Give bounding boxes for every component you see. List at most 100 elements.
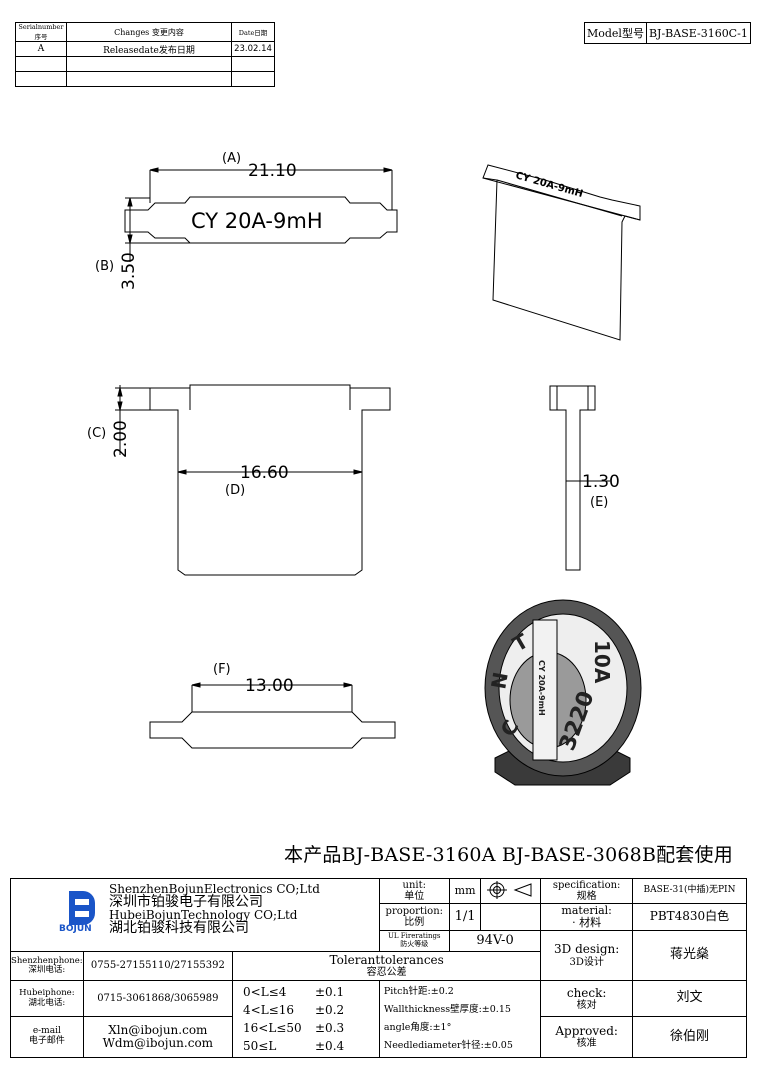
side-view-outline bbox=[549, 385, 596, 571]
email-label: e-mail bbox=[32, 1026, 61, 1037]
logo-text: BOJUN bbox=[59, 924, 92, 934]
model-box: Model型号 BJ-BASE-3160C-1 bbox=[584, 22, 751, 44]
dim-e-letter: (E) bbox=[590, 495, 608, 510]
design-label-cell: 3D design:3D设计 bbox=[540, 929, 633, 982]
unit-value: mm bbox=[448, 877, 482, 905]
check-value: 刘文 bbox=[631, 980, 748, 1017]
rev-cell bbox=[231, 71, 275, 87]
top-view-outline bbox=[149, 384, 391, 576]
sz-phone: 0755-27155110/27155392 bbox=[82, 950, 234, 982]
fire-label: UL Fireratings bbox=[388, 932, 441, 941]
arrow bbox=[191, 682, 201, 688]
sz-phone-label-cn: 深圳电话: bbox=[28, 964, 66, 975]
hb-phone-label-cn: 湖北电话: bbox=[28, 997, 66, 1008]
approved-label-cell: Approved:核准 bbox=[540, 1016, 633, 1058]
check-label: check: bbox=[566, 985, 607, 1000]
approved-value: 徐伯刚 bbox=[631, 1016, 748, 1058]
front-view-outline bbox=[124, 196, 398, 244]
arrow bbox=[343, 682, 353, 688]
spec-value: BASE-31(中插)无PIN bbox=[631, 877, 748, 905]
dim-c-letter: (C) bbox=[87, 426, 106, 441]
arrow bbox=[117, 387, 123, 397]
fire-value: 94V-0 bbox=[448, 929, 542, 952]
email-1: Xln@ibojun.com bbox=[108, 1022, 208, 1037]
spec-label-cell: specification:规格 bbox=[540, 877, 633, 905]
sz-phone-label: Shenzhenphone: bbox=[11, 955, 83, 966]
projection-symbol bbox=[480, 877, 542, 905]
sz-phone-label-cell: Shenzhenphone:深圳电话: bbox=[10, 950, 84, 982]
spec-label: specification: bbox=[552, 880, 621, 892]
assembly-label-n: N bbox=[486, 670, 513, 691]
title-block: BOJUN ShenzhenBojunElectronics CO;Ltd 深圳… bbox=[10, 877, 748, 1058]
wall-text: Wallthickness壁厚度:±0.15 bbox=[383, 1004, 511, 1016]
company-cell: BOJUN ShenzhenBojunElectronics CO;Ltd 深圳… bbox=[10, 878, 380, 952]
dim-a-value: 21.10 bbox=[248, 161, 297, 181]
company-cn2: 湖北铂骏科技有限公司 bbox=[109, 920, 249, 936]
assembly-insert bbox=[532, 619, 558, 761]
proportion-label-cell: proportion:比例 bbox=[378, 903, 450, 931]
angle-text: angle角度:±1° bbox=[383, 1022, 452, 1034]
precision-list: Pitch针距:±0.2 Wallthickness壁厚度:±0.15 angl… bbox=[378, 980, 542, 1058]
hb-phone-label-cell: Hubeiphone:湖北电话: bbox=[10, 980, 84, 1017]
proportion-value: 1/1 bbox=[448, 903, 482, 931]
front-marking: CY 20A-9mH bbox=[191, 209, 323, 233]
iso-edge bbox=[482, 177, 641, 221]
company-cn1: 深圳市铂骏电子有限公司 bbox=[109, 894, 263, 910]
arrow bbox=[127, 197, 133, 207]
needle-text: Needlediameter针径:±0.05 bbox=[383, 1040, 513, 1052]
email-label-cn: 电子邮件 bbox=[28, 1036, 65, 1046]
dim-e-value: 1.30 bbox=[582, 472, 620, 492]
projection-icon bbox=[486, 880, 532, 899]
design-label: 3D design: bbox=[554, 942, 620, 957]
material-label: material: bbox=[561, 903, 612, 917]
material-dot: · bbox=[572, 915, 576, 929]
material-label-cell: material:· 材料 bbox=[540, 903, 633, 931]
arrow bbox=[383, 167, 393, 173]
pitch-text: Pitch针距:±0.2 bbox=[383, 986, 454, 998]
technical-drawing: CY 20A-9mH CY 20A-9mH (A) 21.10 (B) 3.50… bbox=[87, 151, 642, 786]
tolerance-row: 50≤L±0.4 bbox=[243, 1039, 345, 1054]
unit-label-cell: unit:单位 bbox=[378, 877, 450, 905]
material-value: PBT4830白色 bbox=[631, 903, 748, 931]
tolerance-row: 16<L≤50±0.3 bbox=[243, 1021, 345, 1036]
tolerance-list: 0<L≤4±0.1 4<L≤16±0.2 16<L≤50±0.3 50≤L±0.… bbox=[232, 980, 380, 1058]
tolerance-title: Toleranttolerances bbox=[329, 952, 444, 967]
hb-phone-label: Hubeiphone: bbox=[19, 988, 75, 999]
tolerance-row: 0<L≤4±0.1 bbox=[243, 985, 345, 1000]
arrow bbox=[177, 469, 187, 475]
email-2: Wdm@ibojun.com bbox=[102, 1036, 214, 1050]
rev-cell bbox=[65, 71, 233, 87]
check-label-cell: check:核对 bbox=[540, 980, 633, 1017]
dim-b-letter: (B) bbox=[95, 259, 114, 274]
approved-label: Approved: bbox=[555, 1023, 618, 1038]
design-value: 蒋光燊 bbox=[631, 929, 748, 982]
hb-phone: 0715-3061868/3065989 bbox=[82, 980, 234, 1017]
material-label-cn: 材料 bbox=[579, 915, 602, 929]
proportion-label-cn: 比例 bbox=[404, 916, 425, 928]
arrow bbox=[353, 469, 363, 475]
bottom-view-outline bbox=[149, 711, 396, 749]
assembly-label-10a: 10A bbox=[590, 640, 614, 684]
assembly-label-insert: CY 20A-9mH bbox=[537, 660, 546, 716]
company-en1: ShenzhenBojunElectronics CO;Ltd bbox=[109, 882, 320, 896]
assembly-view bbox=[484, 599, 642, 786]
usage-note: 本产品BJ-BASE-3160A BJ-BASE-3068B配套使用 bbox=[284, 844, 733, 866]
arrow bbox=[127, 234, 133, 244]
design-label-cn: 3D设计 bbox=[569, 956, 604, 968]
unit-label-cn: 单位 bbox=[404, 891, 425, 903]
dim-c-value: 2.00 bbox=[111, 420, 131, 458]
dim-b-value: 3.50 bbox=[119, 252, 139, 290]
revision-table: Serialnumber序号 Changes 变更内容 Date日期 A Rel… bbox=[15, 22, 275, 87]
dim-d-letter: (D) bbox=[225, 483, 245, 498]
arrow bbox=[117, 401, 123, 411]
tolerance-row: 4<L≤16±0.2 bbox=[243, 1003, 345, 1018]
tolerance-title-cn: 容忍公差 bbox=[366, 967, 407, 979]
model-value: BJ-BASE-3160C-1 bbox=[648, 26, 748, 40]
arrow bbox=[149, 167, 159, 173]
check-label-cn: 核对 bbox=[576, 999, 597, 1011]
approved-label-cn: 核准 bbox=[576, 1038, 597, 1050]
dim-f-value: 13.00 bbox=[245, 676, 294, 696]
